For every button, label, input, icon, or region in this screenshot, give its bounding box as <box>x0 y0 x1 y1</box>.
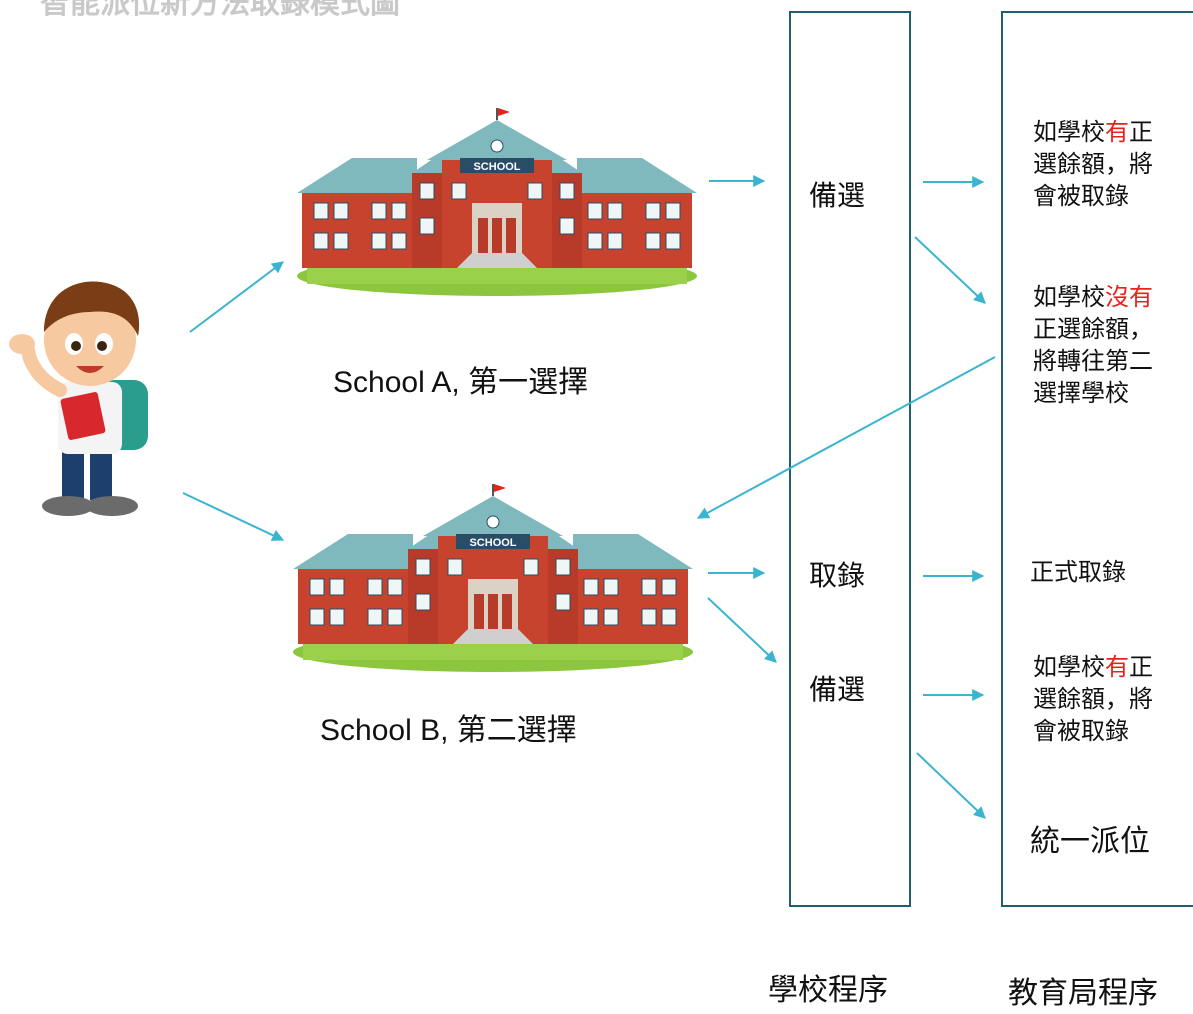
school-b-sign: SCHOOL <box>469 537 516 549</box>
school-b-admit-label: 取錄 <box>809 559 866 592</box>
diagram-title: 智能派位新方法取錄模式圖 <box>40 0 400 21</box>
school-process-box <box>789 11 911 907</box>
note2-line4: 選擇學校 <box>1033 379 1129 407</box>
edb-process-title: 教育局程序 <box>1008 976 1158 1011</box>
note1-line1-prefix: 如學校 <box>1033 118 1105 146</box>
note1-line2: 選餘額，將 <box>1033 150 1153 178</box>
school-b-building: SCHOOL <box>293 484 693 672</box>
edb-note-formal-admission: 正式取錄 <box>1030 558 1126 586</box>
student-illustration <box>9 281 148 516</box>
note4-highlight: 有 <box>1105 653 1129 681</box>
school-b-caption: School B, 第二選擇 <box>320 705 577 749</box>
note1-line1-suffix: 正 <box>1129 118 1153 146</box>
school-a-sign: SCHOOL <box>473 161 520 173</box>
arrow-student-to-school-b <box>182 492 285 541</box>
school-b-standby-label: 備選 <box>809 673 866 706</box>
arrow-no-quota-to-school-b <box>696 356 996 519</box>
edb-process-box <box>1001 11 1193 907</box>
arrow-standby-a-to-no-quota <box>914 236 986 304</box>
note4-line1-prefix: 如學校 <box>1033 653 1105 681</box>
school-a-caption: School A, 第一選擇 <box>333 357 588 401</box>
school-process-title: 學校程序 <box>768 973 888 1008</box>
edb-note-central-allocation: 統一派位 <box>1030 824 1150 859</box>
edb-note-no-quota: 如學校沒有 正選餘額， 將轉往第二 選擇學校 <box>1033 281 1153 409</box>
note2-line1-prefix: 如學校 <box>1033 283 1105 311</box>
note2-line3: 將轉往第二 <box>1033 347 1153 375</box>
note2-line2: 正選餘額， <box>1033 315 1153 343</box>
note1-line3: 會被取錄 <box>1033 182 1129 210</box>
school-a-name: School A, <box>333 366 460 399</box>
school-a-standby-label: 備選 <box>809 179 866 212</box>
edb-note-has-quota-b: 如學校有正 選餘額，將 會被取錄 <box>1033 651 1153 747</box>
note4-line2: 選餘額，將 <box>1033 685 1153 713</box>
note4-line3: 會被取錄 <box>1033 717 1129 745</box>
school-a-building: SCHOOL <box>297 108 697 296</box>
note4-line1-suffix: 正 <box>1129 653 1153 681</box>
arrow-school-b-to-standby <box>707 597 777 663</box>
arrow-student-to-school-a <box>189 261 284 333</box>
note1-highlight: 有 <box>1105 118 1129 146</box>
school-a-choice: 第一選擇 <box>459 366 589 399</box>
note2-highlight: 沒有 <box>1105 283 1153 311</box>
arrow-standby-b-to-allocation <box>916 752 986 819</box>
school-b-name: School B, <box>320 714 449 747</box>
school-b-choice: 第二選擇 <box>448 714 577 747</box>
edb-note-has-quota-a: 如學校有正 選餘額，將 會被取錄 <box>1033 116 1153 212</box>
